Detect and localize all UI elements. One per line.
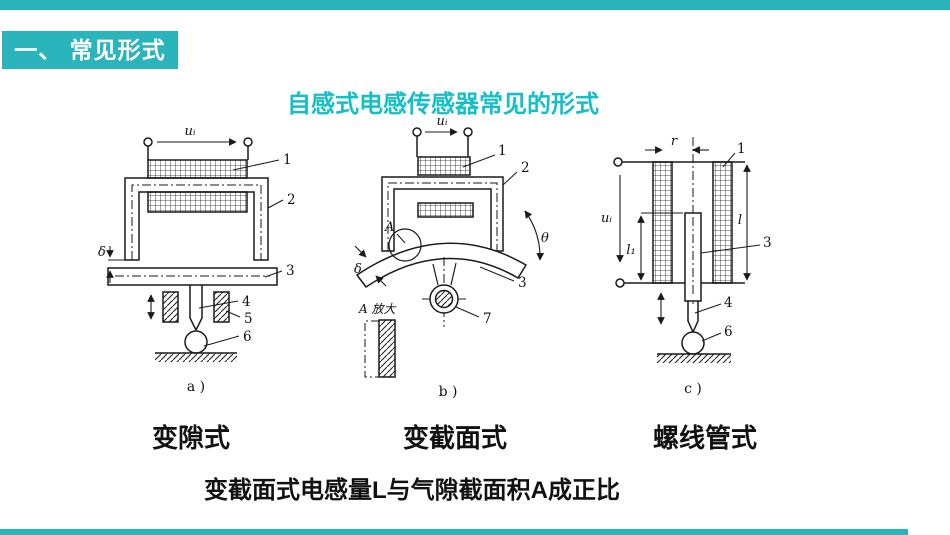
guide-block xyxy=(162,291,179,323)
pivot-shaft xyxy=(434,289,454,309)
terminal-icon xyxy=(243,137,253,147)
part-number: 5 xyxy=(244,311,253,327)
area-sensor-drawing xyxy=(354,127,545,378)
guide-block xyxy=(213,291,230,323)
diagram-variable-area: uᵢ 1 2 3 7 θ A δ A 放大 b ) xyxy=(354,115,549,400)
iron-core xyxy=(124,177,269,261)
magnified-gap-strip xyxy=(378,319,396,378)
figure-tag: a ) xyxy=(187,379,205,395)
part-number: 6 xyxy=(724,324,733,340)
terminal-icon xyxy=(143,137,153,147)
part-number: 3 xyxy=(518,275,527,291)
probe-stem xyxy=(189,285,203,331)
angle-arc xyxy=(524,210,545,261)
part-number: 3 xyxy=(763,235,772,251)
part-number: 4 xyxy=(724,295,733,311)
rotor-vane xyxy=(355,242,528,289)
figure-tag: b ) xyxy=(439,384,458,400)
part-number: 1 xyxy=(737,141,746,157)
leader-lines xyxy=(198,159,284,347)
gap-label: δ xyxy=(98,245,106,260)
coil-winding xyxy=(147,191,248,213)
diagram-solenoid: r uᵢ l₁ l 1 3 4 6 c ) xyxy=(601,134,772,397)
part-number: 3 xyxy=(286,263,295,279)
caption-variable-area: 变截面式 xyxy=(402,423,507,453)
leader-lines xyxy=(396,154,518,318)
magnified-outline xyxy=(364,320,379,378)
part-number: 6 xyxy=(243,329,252,345)
ground-hatch xyxy=(657,354,731,363)
part-number: 2 xyxy=(287,192,296,208)
diagram-variable-gap: uᵢ δ 1 2 3 4 5 6 a ) xyxy=(98,124,296,395)
section-badge: 一、 常见形式 xyxy=(2,31,178,69)
coil-winding xyxy=(417,156,471,176)
angle-label: θ xyxy=(541,231,549,246)
magnified-note: A 放大 xyxy=(358,302,396,316)
coil-winding xyxy=(712,161,733,284)
top-accent-bar xyxy=(0,0,950,10)
slide-subtitle: 自感式电感传感器常见的形式 xyxy=(287,91,599,118)
terminal-icon xyxy=(615,278,625,288)
gap-sensor-drawing xyxy=(106,137,284,362)
probe-ball xyxy=(681,331,705,355)
length-label: l xyxy=(738,213,742,228)
caption-solenoid: 螺线管式 xyxy=(652,423,757,453)
coil-winding xyxy=(417,202,474,218)
area-label: A xyxy=(384,220,394,235)
voltage-label: uᵢ xyxy=(601,211,612,226)
area-highlight-circle xyxy=(388,228,422,262)
ground-hatch xyxy=(155,353,237,362)
probe-stem xyxy=(687,301,699,333)
solenoid-drawing xyxy=(613,137,761,363)
terminal-icon xyxy=(613,157,623,167)
voltage-label: uᵢ xyxy=(437,115,448,129)
terminal-icon xyxy=(463,127,473,137)
part-number: 4 xyxy=(242,294,251,310)
part-number: 2 xyxy=(521,160,530,176)
caption-variable-gap: 变隙式 xyxy=(151,423,230,453)
terminal-icon xyxy=(412,127,422,137)
bottom-accent-bar xyxy=(0,529,908,535)
voltage-label: uᵢ xyxy=(185,124,196,139)
part-number: 7 xyxy=(483,311,492,327)
part-number: 1 xyxy=(498,143,507,159)
probe-ball xyxy=(184,330,208,354)
coil-winding xyxy=(147,159,248,179)
conclusion-note: 变截面式电感量L与气隙截面积A成正比 xyxy=(204,477,620,504)
length1-label: l₁ xyxy=(626,243,635,258)
gap-label: δ xyxy=(354,262,362,277)
radius-label: r xyxy=(671,134,678,149)
part-number: 1 xyxy=(283,152,292,168)
leader-lines xyxy=(694,152,761,342)
coil-winding xyxy=(652,161,673,284)
figure-tag: c ) xyxy=(684,381,702,397)
